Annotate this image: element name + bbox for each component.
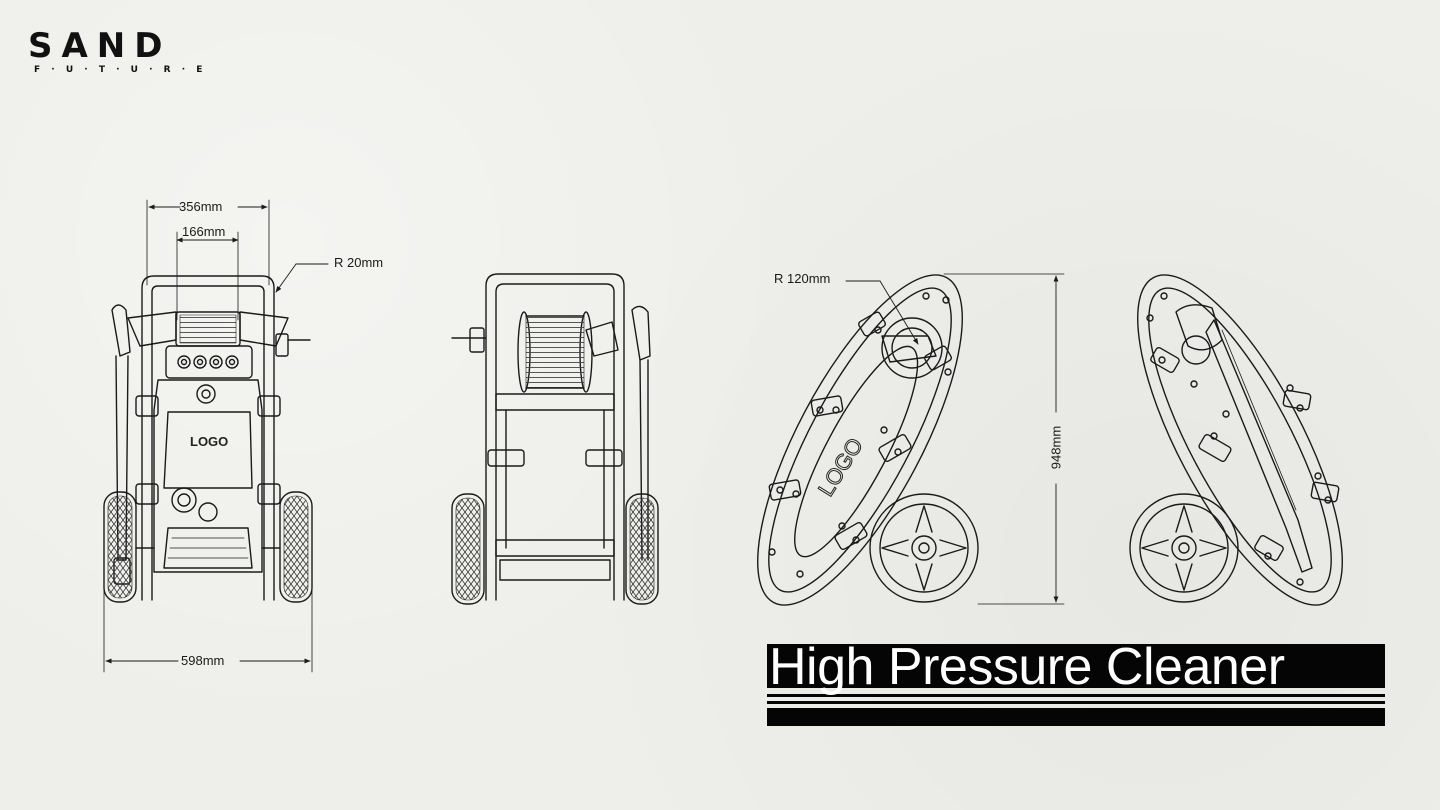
title-rule-2 — [767, 701, 1385, 704]
dim-height: 948mm — [1048, 425, 1064, 470]
side-product-logo: LOGO — [813, 433, 868, 500]
front-product-logo: LOGO — [190, 434, 228, 449]
brand-tagline: F · U · T · U · R · E — [34, 65, 207, 75]
title-bar-top — [767, 644, 1385, 688]
dim-side-radius: R 120mm — [774, 271, 831, 286]
dim-handle-radius: R 20mm — [334, 255, 384, 270]
product-title-block: High Pressure Cleaner — [767, 638, 1385, 726]
side-view-right — [1129, 274, 1343, 606]
dim-reel-width: 166mm — [182, 224, 226, 239]
front-view — [103, 199, 329, 673]
product-title: High Pressure Cleaner — [769, 638, 1285, 696]
brand-name: SAND — [28, 26, 172, 66]
dim-base-width: 598mm — [181, 653, 225, 668]
dim-top-width: 356mm — [179, 199, 223, 214]
back-view — [451, 273, 659, 605]
brand-logo: SAND F · U · T · U · R · E — [28, 28, 218, 78]
title-bar-bottom — [767, 708, 1385, 726]
side-view-left — [757, 273, 1065, 606]
title-rule-1 — [767, 694, 1385, 697]
